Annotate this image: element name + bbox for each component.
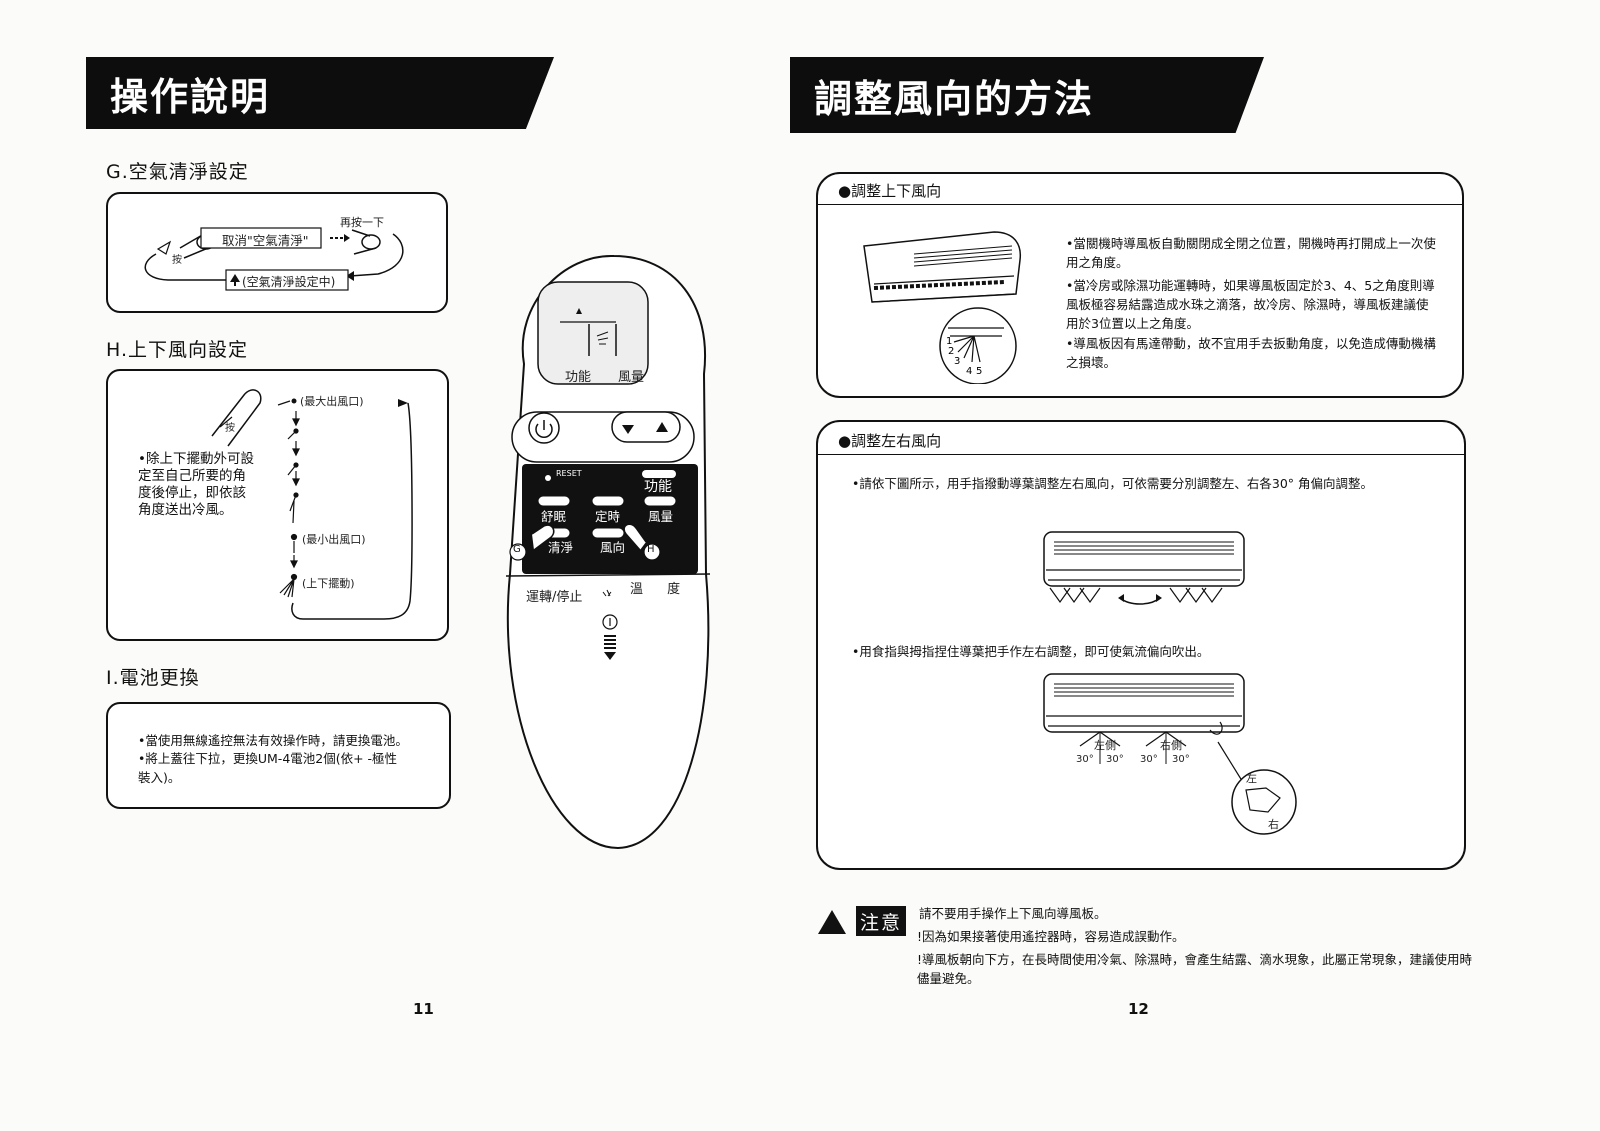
- title-divider-2: [818, 454, 1464, 455]
- angle-3-label: 30°: [1140, 754, 1158, 765]
- vertical-bullet-2: •當冷房或除濕功能運轉時，如果導風板固定於3、4、5之角度則導風板極容易結露造成…: [1066, 278, 1435, 331]
- air-clean-mode-label: (空氣清淨設定中): [242, 275, 336, 289]
- ac-unit-louver-diagram: [1043, 531, 1245, 605]
- position-4-label: 4: [966, 366, 972, 377]
- max-outlet-label: (最大出風口): [300, 395, 364, 408]
- section-g-heading: G.空氣清淨設定: [106, 161, 249, 183]
- swing-label: (上下擺動): [302, 577, 355, 590]
- left-side-label: 左側: [1094, 739, 1116, 752]
- temperature-down-button[interactable]: [614, 414, 646, 440]
- section-h-heading: H.上下風向設定: [106, 339, 248, 361]
- marker-h: H: [647, 544, 655, 555]
- caution-line-1: 請不要用手操作上下風向導風板。: [919, 906, 1107, 921]
- angle-1-label: 30°: [1076, 754, 1094, 765]
- title-divider: [818, 204, 1462, 205]
- run-stop-label: 運轉/停止: [526, 590, 583, 605]
- warning-triangle-icon: [818, 910, 846, 934]
- angle-2-label: 30°: [1106, 754, 1124, 765]
- air-direction-button[interactable]: 風向: [600, 540, 626, 555]
- cancel-air-clean-label: 取消"空氣清淨": [222, 233, 309, 248]
- horizontal-line-2: •用食指與拇指捏住導葉把手作左右調整，即可使氣流偏向吹出。: [852, 644, 1210, 659]
- temperature-label: 溫 度: [630, 582, 691, 597]
- ac-unit-vertical-diagram: 1 2 3 4 5: [863, 231, 1022, 384]
- timer-button[interactable]: 定時: [595, 509, 621, 524]
- press-label-g: 按: [172, 255, 182, 266]
- left-page-banner: 操作說明: [86, 57, 554, 129]
- position-2-label: 2: [948, 346, 954, 357]
- vertical-setting-description: •除上下擺動外可設定至自己所要的角度後停止，即依該角度送出冷風。: [138, 451, 254, 518]
- ac-unit-hand-diagram: [1043, 673, 1297, 835]
- caution-line-3: !導風板朝向下方，在長時間使用冷氣、除濕時，會產生結露、滴水現象，此屬正常現象，…: [917, 952, 1473, 986]
- vertical-direction-box: ●調整上下風向 1 2 3 4 5 •當關機時導風板自動關閉成全閉之位置，開機時…: [816, 172, 1464, 398]
- right-page-banner: 調整風向的方法: [790, 57, 1264, 133]
- section-g-box: 再按一下 取消"空氣清淨" 按 (空氣清淨設定中): [106, 192, 448, 313]
- angle-4-label: 30°: [1172, 754, 1190, 765]
- vertical-swing-diagram: [211, 389, 413, 620]
- caution-line-2: !因為如果接著使用遙控器時，容易造成誤動作。: [917, 929, 1185, 944]
- horizontal-direction-box: ●調整左右風向 •請依下圖所示，用手指撥動導葉調整左右風向，可依需要分別調整左、…: [816, 420, 1466, 870]
- power-button[interactable]: [530, 414, 560, 444]
- marker-g: G: [513, 544, 521, 555]
- press-label-h: 按: [225, 423, 235, 434]
- reset-label: RESET: [556, 469, 582, 478]
- vertical-bullet-1: •當關機時導風板自動關閉成全閉之位置，開機時再打開成上一次使用之角度。: [1066, 236, 1436, 270]
- right-direction-label: 右: [1268, 818, 1279, 831]
- battery-line-1: •當使用無線遙控無法有效操作時，請更換電池。: [138, 733, 408, 748]
- section-h-box: 按 (最大出風口) •除上下擺動外可設定至自己所要的角度後停止，即依該角度送出冷…: [106, 369, 449, 641]
- remote-control: 功能 風量 RESET 功能 舒眠 定時 風量 清淨 風向 G H 運轉/停止 …: [494, 244, 724, 860]
- horizontal-line-1: •請依下圖所示，用手指撥動導葉調整左右風向，可依需要分別調整左、右各30° 角偏…: [852, 476, 1374, 491]
- vertical-direction-title: ●調整上下風向: [838, 182, 942, 200]
- position-3-label: 3: [954, 356, 960, 367]
- right-side-label: 右側: [1160, 739, 1182, 752]
- min-outlet-label: (最小出風口): [302, 533, 366, 546]
- air-clean-button[interactable]: 清淨: [548, 540, 574, 555]
- press-again-label: 再按一下: [340, 216, 384, 229]
- horizontal-direction-title: ●調整左右風向: [838, 432, 942, 450]
- sleep-button[interactable]: 舒眠: [541, 509, 567, 524]
- display-fan-label: 風量: [618, 370, 645, 385]
- function-button[interactable]: 功能: [644, 479, 672, 495]
- temperature-up-button[interactable]: [646, 414, 678, 440]
- position-5-label: 5: [976, 366, 982, 377]
- caution-badge: 注意: [856, 906, 906, 936]
- right-page-number: 12: [1128, 1000, 1149, 1018]
- position-1-label: 1: [946, 336, 952, 347]
- vertical-bullet-3: •導風板因有馬達帶動，故不宜用手去扳動角度，以免造成傳動機構之損壞。: [1066, 336, 1436, 370]
- remote-outline: [505, 254, 711, 850]
- battery-line-2: •將上蓋往下拉，更換UM-4電池2個(依+ -極性裝入)。: [138, 751, 398, 785]
- left-page-number: 11: [413, 1000, 434, 1018]
- display-function-label: 功能: [565, 370, 592, 385]
- fan-speed-button[interactable]: 風量: [648, 509, 674, 524]
- air-clean-diagram: [144, 227, 404, 291]
- left-direction-label: 左: [1246, 772, 1257, 785]
- section-i-heading: I.電池更換: [106, 667, 200, 689]
- section-i-box: •當使用無線遙控無法有效操作時，請更換電池。 •將上蓋往下拉，更換UM-4電池2…: [106, 702, 451, 809]
